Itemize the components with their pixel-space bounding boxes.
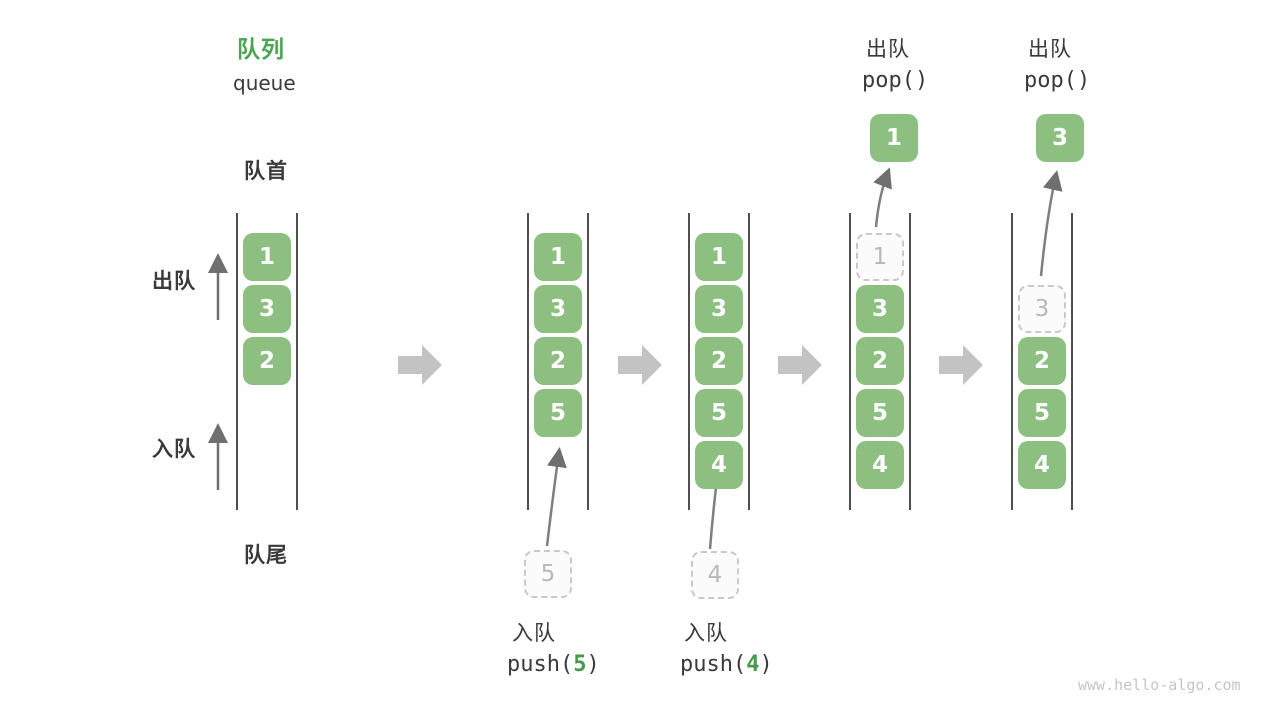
queue-item: 2 <box>534 337 582 385</box>
dequeue-side-label: 出队 <box>152 269 196 293</box>
queue-item: 3 <box>856 285 904 333</box>
code-suffix: ) <box>586 652 600 677</box>
code-arg: 4 <box>746 652 760 677</box>
queue-item: 4 <box>1018 441 1066 489</box>
enqueue-op-code: push(5) <box>507 652 600 677</box>
dequeue-op-code: pop() <box>862 68 929 93</box>
queue-item-popped: 3 <box>1018 285 1066 333</box>
queue-item: 5 <box>695 389 743 437</box>
enqueue-op-code: push(4) <box>680 652 773 677</box>
queue-column-step-1: 1 3 2 <box>236 213 298 510</box>
queue-item: 4 <box>856 441 904 489</box>
diagram-title-zh: 队列 <box>237 37 285 63</box>
step-arrow-icon <box>939 345 983 385</box>
staged-item-5: 5 <box>524 550 572 598</box>
diagram-title-en: queue <box>233 71 296 95</box>
queue-column-step-2: 1 3 2 5 <box>527 213 589 510</box>
queue-item: 1 <box>534 233 582 281</box>
queue-item: 2 <box>1018 337 1066 385</box>
queue-item: 1 <box>695 233 743 281</box>
queue-item: 5 <box>1018 389 1066 437</box>
queue-front-label: 队首 <box>244 159 288 183</box>
dequeue-op-label: 出队 <box>866 37 910 61</box>
code-suffix: ) <box>759 652 773 677</box>
queue-item: 2 <box>856 337 904 385</box>
watermark: www.hello-algo.com <box>1078 676 1241 694</box>
code-prefix: push( <box>507 652 574 677</box>
queue-item: 1 <box>243 233 291 281</box>
queue-column-step-4: 1 3 2 5 4 <box>849 213 911 510</box>
staged-item-4: 4 <box>691 551 739 599</box>
popped-item-1: 1 <box>870 114 918 162</box>
step-arrow-icon <box>398 345 442 385</box>
queue-item: 5 <box>856 389 904 437</box>
step-arrow-icon <box>618 345 662 385</box>
enqueue-op-label: 入队 <box>512 621 556 645</box>
step-arrow-icon <box>778 345 822 385</box>
code-arg: 5 <box>573 652 587 677</box>
queue-item: 4 <box>695 441 743 489</box>
queue-item: 2 <box>695 337 743 385</box>
queue-item: 3 <box>695 285 743 333</box>
queue-item: 3 <box>534 285 582 333</box>
queue-item-popped: 1 <box>856 233 904 281</box>
popped-item-3: 3 <box>1036 114 1084 162</box>
dequeue-op-label: 出队 <box>1028 37 1072 61</box>
queue-rear-label: 队尾 <box>244 543 288 567</box>
queue-item: 2 <box>243 337 291 385</box>
enqueue-op-label: 入队 <box>684 621 728 645</box>
dequeue-op-code: pop() <box>1024 68 1091 93</box>
queue-column-step-5: 3 2 5 4 <box>1011 213 1073 510</box>
queue-column-step-3: 1 3 2 5 4 <box>688 213 750 510</box>
queue-item: 5 <box>534 389 582 437</box>
queue-item: 3 <box>243 285 291 333</box>
enqueue-side-label: 入队 <box>152 437 196 461</box>
code-prefix: push( <box>680 652 747 677</box>
